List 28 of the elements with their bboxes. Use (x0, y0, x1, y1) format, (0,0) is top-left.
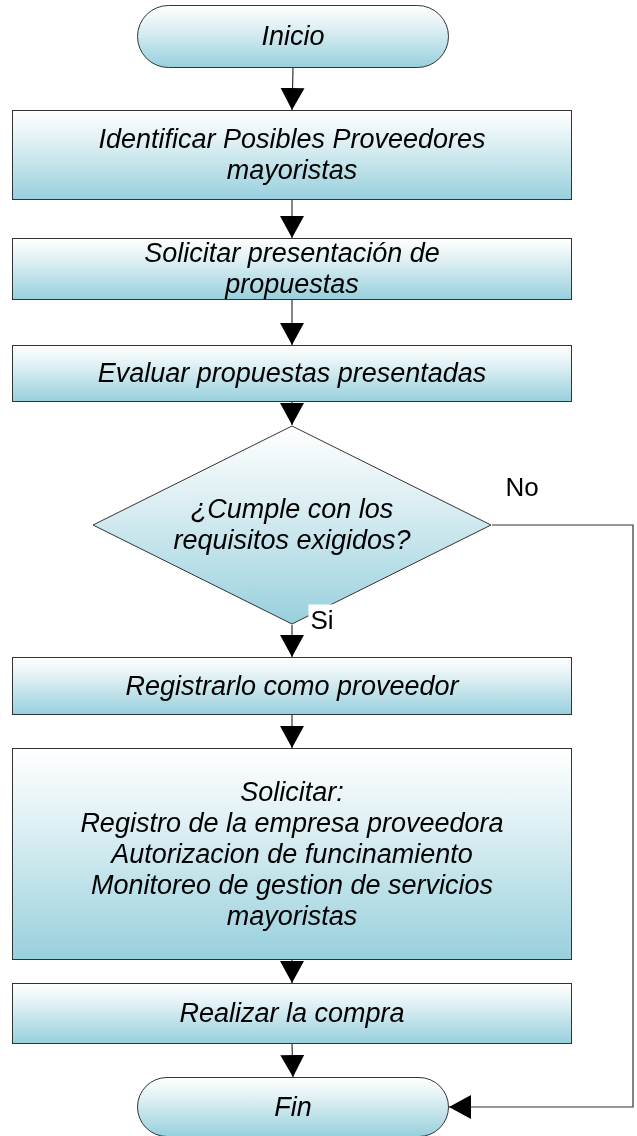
arrow (280, 67, 305, 111)
node-text: Autorizacion de funcinamiento (111, 838, 473, 870)
arrow (280, 199, 304, 239)
process-box (12, 983, 572, 1044)
node-text: Solicitar: (240, 776, 344, 808)
process-box (12, 238, 572, 300)
node-text: Identificar Posibles Proveedores mayoristas (97, 124, 487, 186)
process-box (12, 345, 572, 402)
node-text: Inicio (261, 21, 325, 52)
arrow (280, 959, 304, 984)
arrow (280, 299, 304, 346)
arrow (280, 624, 304, 658)
process-box (12, 110, 572, 200)
node-text: Registrarlo como proveedor (125, 670, 459, 702)
arrow (280, 714, 304, 749)
process-box (12, 748, 572, 960)
node-text: Monitoreo de gestion de servicios mayoristas (89, 869, 495, 932)
node-text: ¿Cumple con los requisitos exigidos? (172, 494, 412, 556)
arrow (280, 1043, 305, 1078)
node-text: Realizar la compra (179, 998, 405, 1029)
terminal-shape (137, 1077, 449, 1136)
node-text: Solicitar presentación de propuestas (143, 238, 441, 300)
node-text: Fin (274, 1091, 312, 1123)
process-box (12, 657, 572, 715)
node-text: Registro de la empresa proveedora (80, 807, 504, 839)
node-text: Evaluar propuestas presentadas (97, 358, 487, 389)
arrow (448, 524, 634, 1119)
arrow (280, 401, 304, 426)
